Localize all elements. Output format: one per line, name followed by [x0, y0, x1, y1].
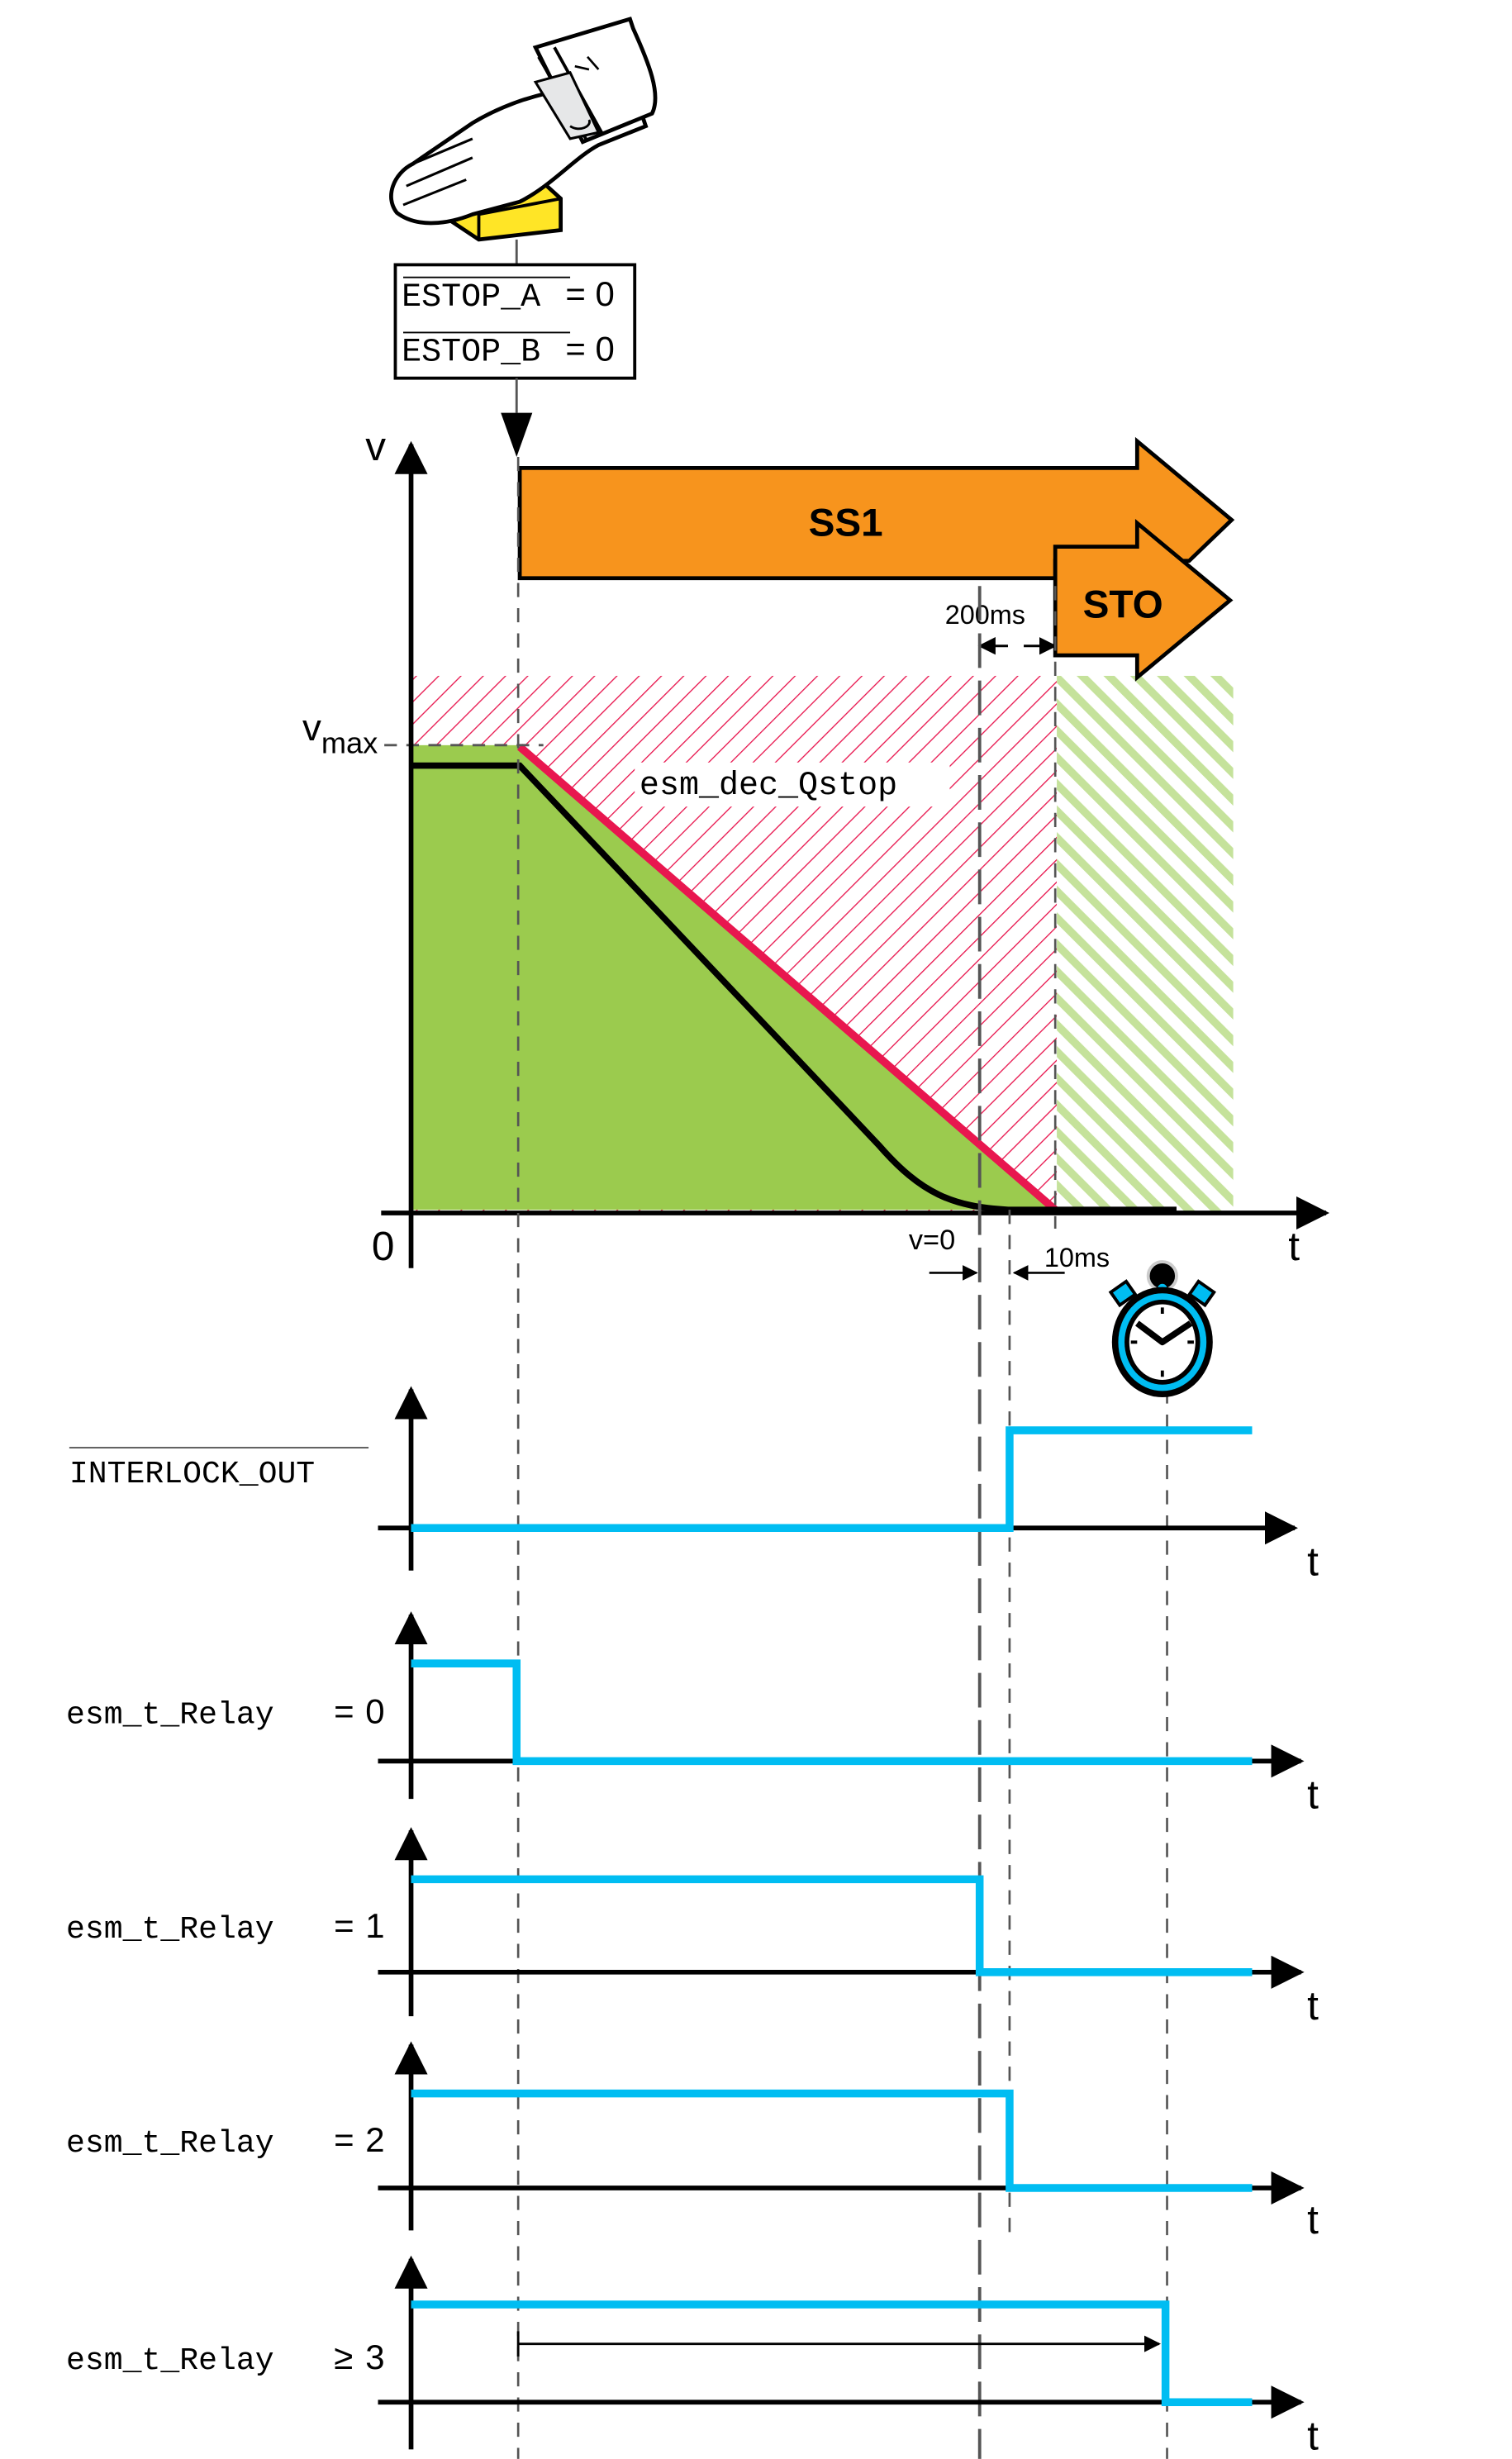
estop-trigger-arrow-icon — [501, 412, 533, 457]
actual-speed-curve — [411, 762, 1177, 1213]
svg-text:t: t — [1307, 2412, 1319, 2458]
signal-waveform — [411, 2300, 1253, 2406]
stopwatch-icon — [1108, 1260, 1216, 1398]
svg-text:=: = — [334, 1692, 354, 1731]
svg-text:esm_t_Relay: esm_t_Relay — [66, 1912, 274, 1948]
ss1-label: SS1 — [809, 501, 883, 545]
signal-relay-1: esm_t_Relay = 1 t — [66, 1827, 1319, 2029]
ramp-label: esm_dec_Qstop — [640, 768, 897, 805]
sto-label: STO — [1083, 583, 1163, 626]
delay-10ms-label: 10ms — [1044, 1243, 1110, 1272]
signal-label: INTERLOCK_OUT — [69, 1457, 315, 1492]
signal-waveform — [411, 2089, 1253, 2192]
svg-text:t: t — [1307, 1772, 1319, 1818]
svg-text:esm_t_Relay: esm_t_Relay — [66, 1698, 274, 1734]
reference-lines — [516, 456, 1168, 2459]
svg-text:3: 3 — [365, 2338, 384, 2376]
svg-text:esm_t_Relay: esm_t_Relay — [66, 2343, 274, 2379]
svg-text:esm_t_Relay: esm_t_Relay — [66, 2126, 274, 2162]
signal-waveform — [411, 1875, 1253, 1976]
estop-state-box — [393, 263, 637, 380]
permitted-speed-area — [411, 744, 1056, 1210]
estop-a-label: ESTOP_A — [402, 279, 540, 316]
signal-relay-2: esm_t_Relay = 2 t — [66, 2041, 1319, 2243]
estop-a-value: = 0 — [565, 274, 614, 313]
signal-waveform — [411, 1659, 1253, 1766]
green-hatch-zone — [1057, 675, 1234, 1212]
svg-text:≥: ≥ — [334, 2338, 353, 2376]
sto-arrow — [1053, 518, 1234, 682]
svg-text:2: 2 — [365, 2120, 384, 2159]
svg-text:1: 1 — [365, 1906, 384, 1945]
svg-text:0: 0 — [365, 1692, 384, 1731]
signal-relay-3-plus: esm_t_Relay ≥ 3 t — [66, 2255, 1319, 2458]
x-axis-label: t — [1288, 1223, 1300, 1269]
svg-text:=: = — [334, 2120, 354, 2159]
vmax-label: vmax — [302, 706, 378, 759]
delay-200ms-label: 200ms — [945, 600, 1025, 630]
svg-text:=: = — [334, 1906, 354, 1945]
estop-b-label: ESTOP_B — [402, 335, 540, 372]
svg-text:t: t — [1307, 1982, 1319, 2029]
y-axis-label: v — [365, 423, 386, 469]
v-zero-label: v=0 — [909, 1225, 955, 1256]
svg-text:t: t — [1307, 2196, 1319, 2243]
signal-waveform — [411, 1426, 1253, 1532]
signal-relay-0: esm_t_Relay = 0 t — [66, 1611, 1319, 1818]
origin-label: 0 — [372, 1223, 395, 1269]
signal-interlock-out: INTERLOCK_OUT t — [69, 1386, 1319, 1584]
svg-text:t: t — [1307, 1538, 1319, 1584]
ss1-arrow — [517, 436, 1235, 581]
hand-pressing-estop-icon — [389, 17, 658, 242]
esm-dec-qstop-ramp — [516, 744, 1058, 1213]
estop-b-value: = 0 — [565, 330, 614, 369]
